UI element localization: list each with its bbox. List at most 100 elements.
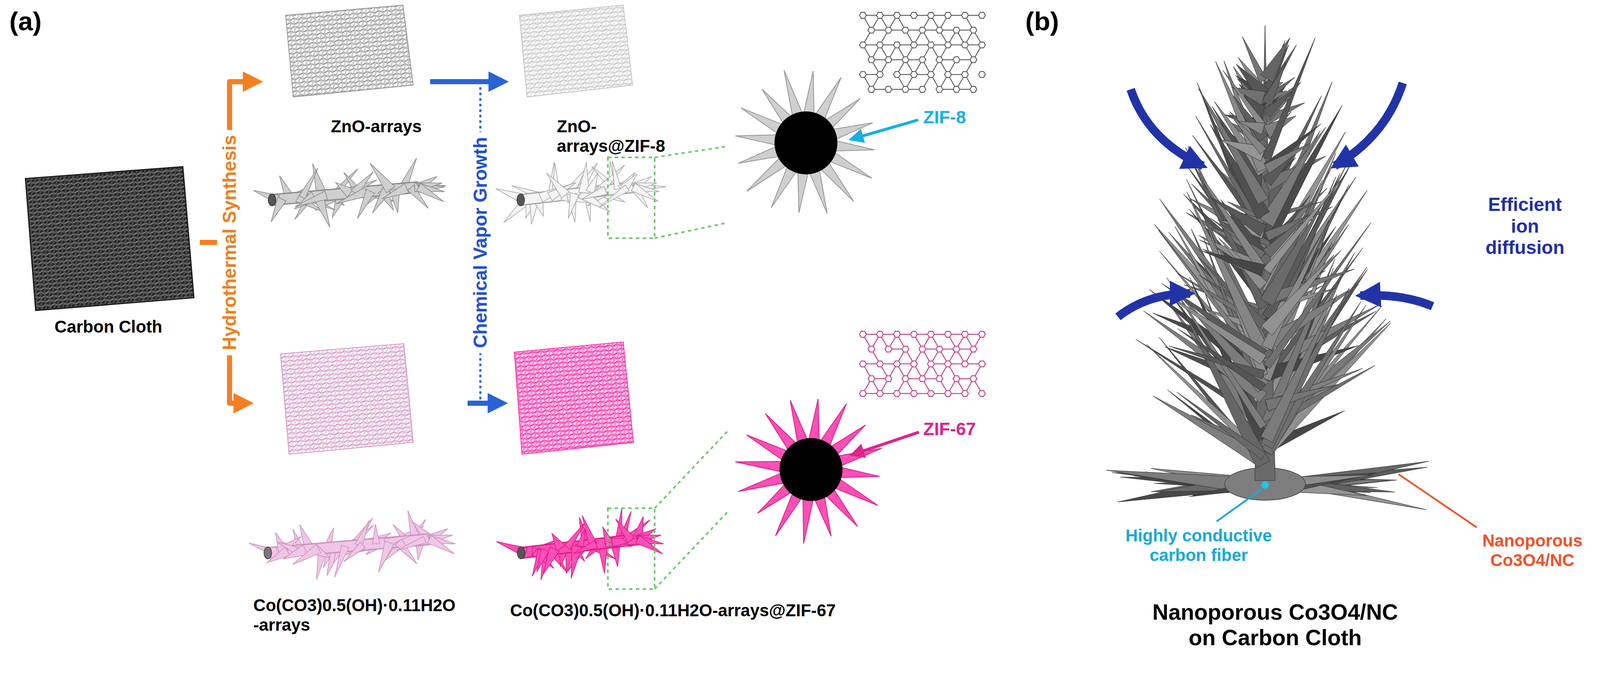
- carbon-core: [774, 111, 838, 175]
- crystal-group: [859, 12, 986, 397]
- crystal-ring: [885, 86, 892, 93]
- nanowire-spike: [1263, 173, 1347, 273]
- crystal-ring: [859, 71, 867, 78]
- nanowire-spike: [1106, 470, 1236, 492]
- crystal-ring: [893, 390, 901, 397]
- nanowire-spike: [357, 189, 375, 219]
- zno-cloth: [285, 5, 414, 97]
- node-label: ZnO-arrays: [268, 116, 422, 137]
- carbon-core: [779, 437, 843, 501]
- crystal-ring: [876, 390, 884, 397]
- nanowire-spike: [1265, 384, 1339, 412]
- panel-letter: (a): [9, 5, 42, 37]
- nanowire-spike: [568, 192, 579, 219]
- crystal-ring: [902, 346, 909, 352]
- annotation-label: Efficient ion diffusion: [1479, 193, 1571, 259]
- nanowire-fiber: [496, 507, 664, 580]
- crystal-ring: [876, 71, 884, 78]
- shell-spike: [735, 134, 777, 145]
- crystal-ring: [885, 346, 892, 352]
- crystal-ring: [970, 86, 977, 93]
- core-shell-group: [735, 70, 882, 544]
- nanowire-spike: [615, 518, 635, 542]
- material-label: ZIF-8: [923, 107, 966, 128]
- crystal-ring: [944, 42, 952, 49]
- crystal-ring: [910, 390, 918, 397]
- crystal-ring: [978, 331, 986, 338]
- shell-spike: [757, 484, 792, 514]
- zif8-cloth: [519, 5, 633, 97]
- nanowire-spike: [292, 544, 321, 565]
- nanowire-spike: [1198, 88, 1269, 205]
- crystal-ring: [927, 331, 935, 338]
- crystal-ring: [927, 71, 935, 78]
- crystal-ring: [919, 346, 926, 352]
- fiber-dot: [1261, 480, 1269, 489]
- crystal-ring: [978, 390, 986, 397]
- shell-spike: [825, 98, 860, 128]
- nanowire-spike: [370, 163, 395, 193]
- shell-spike: [802, 499, 814, 544]
- nanowire-spike: [1177, 328, 1266, 391]
- crystal-ring: [961, 71, 969, 78]
- crystal-ring: [910, 331, 918, 338]
- crystal-ring: [927, 42, 935, 49]
- material-label: ZIF-67: [923, 418, 976, 440]
- shell-spike: [809, 170, 828, 214]
- crystal-ring: [961, 12, 969, 19]
- nanowire-group: [249, 158, 667, 580]
- crystal-ring: [893, 331, 901, 338]
- crystal-ring: [953, 27, 960, 34]
- crystal-ring: [953, 346, 960, 352]
- crystal-ring: [953, 86, 960, 93]
- crystal-ring: [910, 71, 918, 78]
- crystal-ring: [868, 346, 875, 352]
- crystal-ring: [876, 360, 884, 367]
- crystal-ring: [902, 56, 909, 63]
- crystal-ring: [961, 331, 969, 338]
- crystal-ring: [927, 390, 935, 397]
- crystal-ring: [936, 346, 943, 352]
- crystal-ring: [868, 375, 875, 382]
- material-node: ZnO-arrays: [260, 5, 431, 240]
- shell-spike: [831, 424, 866, 454]
- crystal-ring: [927, 12, 935, 19]
- shell-spike: [833, 122, 874, 140]
- node-label: Co(CO3)0.5(OH)·0.11H2O -arrays: [253, 595, 466, 635]
- crystal-ring: [885, 375, 892, 382]
- nanowire-spike: [581, 186, 608, 200]
- crystal-ring: [936, 56, 943, 63]
- coating-leader: [1398, 473, 1477, 528]
- node-label: Co(CO3)0.5(OH)·0.11H2O-arrays@ZIF-67: [510, 600, 840, 620]
- fiber-end: [516, 193, 525, 206]
- zoom-line: [654, 146, 725, 158]
- zoom-box: [607, 157, 655, 239]
- nanowire-spike: [576, 528, 585, 547]
- crystal-ring: [978, 42, 986, 49]
- diffusion-arrow: [1117, 293, 1191, 317]
- crystal-ring: [919, 27, 926, 34]
- core-shell-particle: [735, 398, 882, 544]
- crystal-ring: [902, 375, 909, 382]
- crystal-ring: [893, 71, 901, 78]
- nanowire-spike: [335, 182, 354, 198]
- process-arrow: [430, 79, 491, 85]
- nanowire-spike: [416, 183, 444, 202]
- nanowire-spike: [1263, 91, 1291, 118]
- nanowire-spike: [354, 519, 369, 547]
- annotation-label: Nanoporous Co3O4/NC: [1475, 530, 1590, 570]
- crystal-ring: [919, 56, 926, 63]
- crystal-ring: [859, 360, 867, 367]
- nanowire-spike: [1202, 250, 1266, 276]
- carbon-cloth: [25, 166, 194, 311]
- shell-spike: [738, 473, 784, 492]
- shell-spike: [735, 461, 782, 472]
- diffusion-arrow: [1360, 295, 1433, 307]
- nanowire-spike: [381, 183, 409, 199]
- shell-spike: [826, 489, 858, 527]
- fiber-end: [263, 546, 272, 559]
- crystal-ring: [944, 71, 952, 78]
- zif67-cloth: [514, 341, 634, 454]
- shell-spike: [814, 496, 832, 537]
- diffusion-arrow: [1130, 89, 1203, 166]
